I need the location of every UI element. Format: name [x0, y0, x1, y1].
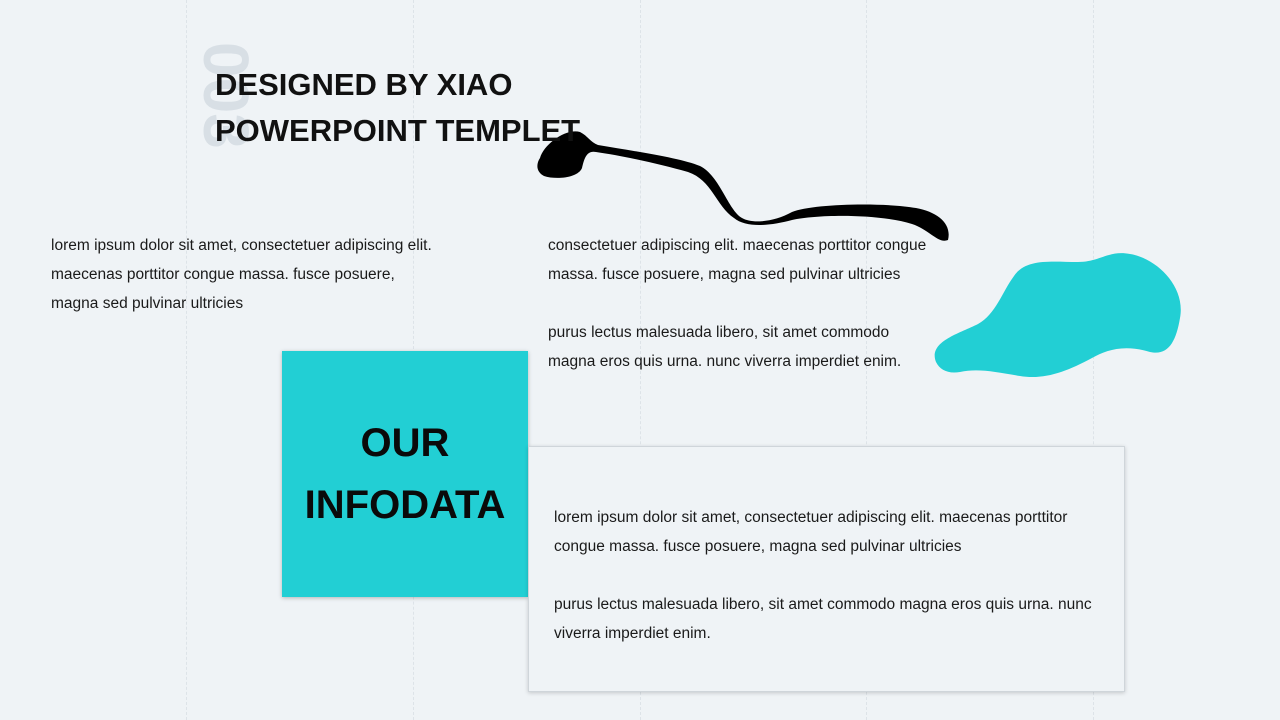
guide-line [1093, 0, 1094, 720]
info-card-paragraph-2: purus lectus malesuada libero, sit amet … [554, 596, 1092, 642]
info-card: lorem ipsum dolor sit amet, consectetuer… [528, 446, 1125, 692]
slide-title: DESIGNED BY XIAO POWERPOINT TEMPLET [215, 62, 580, 154]
title-line-2: POWERPOINT TEMPLET [215, 113, 581, 148]
guide-line [866, 0, 867, 720]
feature-box-line-1: OUR [360, 421, 450, 465]
our-infodata-box: OUR INFODATA [282, 351, 528, 597]
black-ink-stroke-shape [537, 131, 949, 241]
right-top-paragraph: consectetuer adipiscing elit. maecenas p… [548, 237, 927, 283]
guide-line [186, 0, 187, 720]
feature-box-line-2: INFODATA [304, 483, 506, 527]
slide-number: 003 [190, 42, 262, 149]
guide-line [640, 0, 641, 720]
info-card-paragraph-1: lorem ipsum dolor sit amet, consectetuer… [554, 509, 1068, 555]
right-bottom-paragraph: purus lectus malesuada libero, sit amet … [548, 324, 902, 370]
title-line-1: DESIGNED BY XIAO [215, 67, 513, 102]
teal-blob-shape [934, 253, 1181, 378]
left-paragraph: lorem ipsum dolor sit amet, consectetuer… [51, 237, 432, 312]
